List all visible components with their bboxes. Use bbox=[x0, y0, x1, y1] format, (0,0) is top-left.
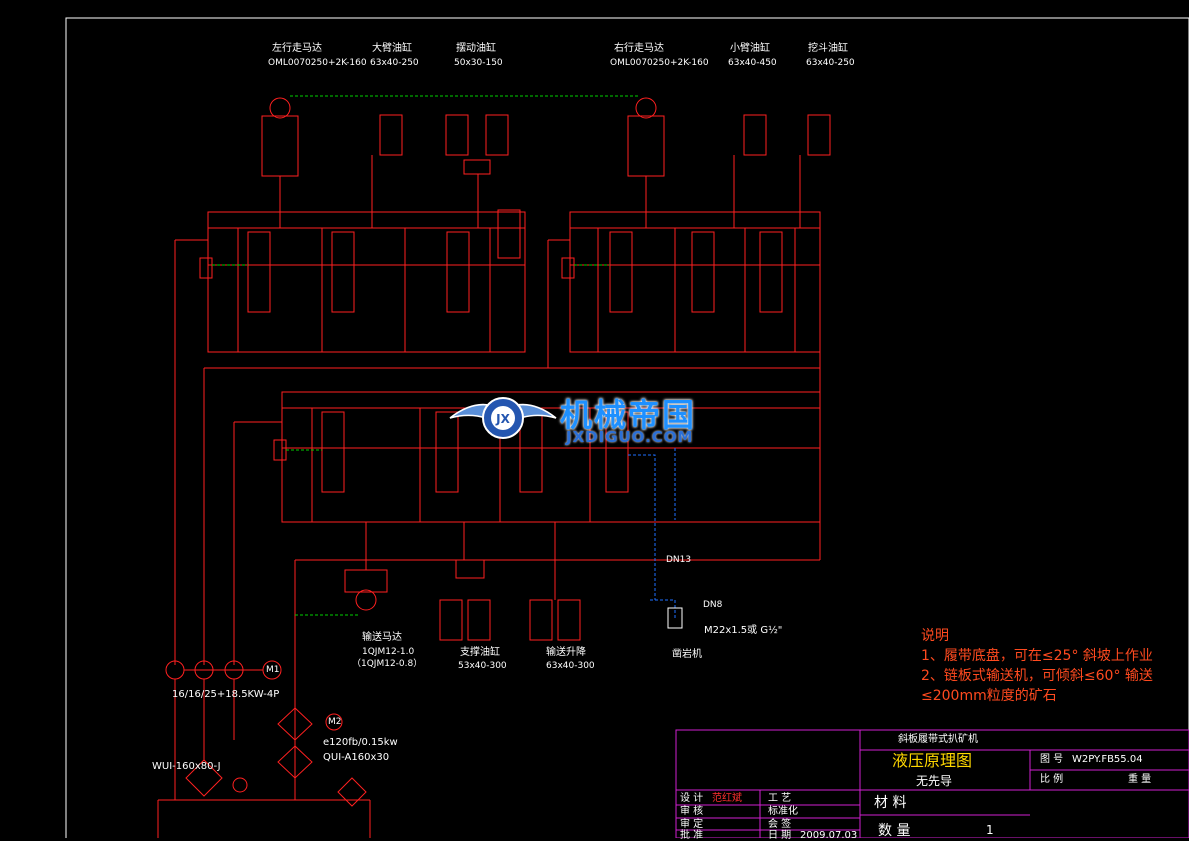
support-cylinder-b bbox=[467, 599, 491, 641]
dn13-label: DN13 bbox=[666, 555, 692, 565]
watermark-main-text: 机械帝国 bbox=[560, 396, 697, 434]
fan-label: e120fb/0.15kw bbox=[323, 737, 398, 748]
tb-weight-label: 重 量 bbox=[1128, 774, 1152, 785]
air-breather bbox=[232, 777, 248, 793]
notes-line-3: ≤200mm粒度的矿石 bbox=[921, 688, 1057, 704]
motor-m1-label: M1 bbox=[266, 665, 280, 675]
left-motor-title: 左行走马达 bbox=[272, 43, 322, 54]
tb-process-label: 工 艺 bbox=[768, 793, 792, 804]
watermark-gear-logo: JX bbox=[449, 397, 557, 439]
boom-cylinder-symbol bbox=[379, 114, 403, 156]
tb-variant: 无先导 bbox=[916, 774, 953, 788]
drain-lines bbox=[628, 448, 676, 620]
pilot-lines bbox=[212, 95, 640, 616]
arm-cylinder-symbol bbox=[743, 114, 767, 156]
arm-cyl-title: 小臂油缸 bbox=[730, 43, 770, 54]
drill-symbol bbox=[667, 607, 683, 629]
support-cylinder-a bbox=[439, 599, 463, 641]
conveyor-motor-title: 输送马达 bbox=[362, 632, 402, 643]
notes-title: 说明 bbox=[921, 628, 949, 644]
support-cyl-title: 支撑油缸 bbox=[460, 647, 500, 658]
tb-drawing-name: 液压原理图 bbox=[892, 751, 973, 770]
motor-m2-symbol bbox=[325, 713, 343, 731]
tb-qty: 1 bbox=[986, 823, 994, 837]
valve-bank-upper-left bbox=[207, 211, 526, 353]
right-motor-spec: OML0070250+2K-160 bbox=[610, 58, 709, 68]
swing-cylinder-b bbox=[485, 114, 509, 156]
support-cyl-spec: 53x40-300 bbox=[458, 661, 507, 671]
bucket-cyl-title: 挖斗油缸 bbox=[808, 43, 848, 54]
notes-line-2: 2、链板式输送机，可倾斜≤60° 输送 bbox=[921, 668, 1153, 684]
filter-return bbox=[185, 759, 223, 797]
conveyor-motor-symbol bbox=[355, 589, 377, 611]
watermark: JX 机械帝国 JXDIGUO.COM bbox=[448, 388, 740, 450]
left-motor-spec: OML0070250+2K-160 bbox=[268, 58, 367, 68]
qui-label: QUI-A160x30 bbox=[323, 752, 390, 763]
lift-cyl-title: 输送升降 bbox=[546, 647, 586, 658]
tb-countersign-label: 会 签 bbox=[768, 819, 792, 830]
tb-fig-no: W2PY.FB55.04 bbox=[1072, 754, 1143, 765]
filter-cooler bbox=[277, 707, 313, 741]
arm-cyl-spec: 63x40-450 bbox=[728, 58, 777, 68]
notes-block: 说明 1、履带底盘，可在≤25° 斜坡上作业 2、链板式输送机，可倾斜≤60° … bbox=[921, 626, 1153, 706]
dn8-label: DN8 bbox=[703, 600, 723, 610]
swing-cyl-title: 摆动油缸 bbox=[456, 43, 496, 54]
watermark-sub-text: JXDIGUO.COM bbox=[566, 428, 694, 446]
wui-label: WUI-160x80-J bbox=[152, 761, 221, 772]
bucket-cylinder-symbol bbox=[807, 114, 831, 156]
tb-design-name: 范红斌 bbox=[712, 793, 742, 804]
tb-date: 2009.07.03 bbox=[800, 830, 858, 841]
conveyor-motor-spec1: 1QJM12-1.0 bbox=[362, 647, 415, 657]
lift-cylinder-b bbox=[557, 599, 581, 641]
right-travel-motor-symbol bbox=[635, 97, 657, 119]
title-block-frame bbox=[675, 729, 1189, 838]
tb-qty-label: 数 量 bbox=[878, 823, 911, 839]
lift-cylinder-a bbox=[529, 599, 553, 641]
boom-cyl-spec: 63x40-250 bbox=[370, 58, 419, 68]
bucket-cyl-spec: 63x40-250 bbox=[806, 58, 855, 68]
tb-material-label: 材 料 bbox=[874, 795, 907, 811]
drill-label: 凿岩机 bbox=[672, 649, 702, 660]
tb-date-label: 日 期 bbox=[768, 830, 792, 841]
thread-label: M22x1.5或 G½" bbox=[704, 625, 783, 636]
watermark-badge: JX bbox=[495, 412, 510, 426]
notes-line-1: 1、履带底盘，可在≤25° 斜坡上作业 bbox=[921, 648, 1153, 664]
pump-label: 16/16/25+18.5KW-4P bbox=[172, 689, 280, 700]
tb-fig-no-label: 图 号 bbox=[1040, 754, 1064, 765]
tb-approve-label: 审 定 bbox=[680, 819, 704, 830]
swing-cylinder-a bbox=[445, 114, 469, 156]
tb-standard-label: 标准化 bbox=[768, 806, 798, 817]
boom-cyl-title: 大臂油缸 bbox=[372, 43, 412, 54]
conveyor-motor-spec2: （1QJM12-0.8） bbox=[352, 659, 423, 669]
tb-ratify-label: 批 准 bbox=[680, 830, 704, 841]
right-motor-title: 右行走马达 bbox=[614, 43, 664, 54]
main-circuit bbox=[157, 97, 831, 838]
tb-check-label: 审 核 bbox=[680, 806, 704, 817]
lift-cyl-spec: 63x40-300 bbox=[546, 661, 595, 671]
motor-m2-label: M2 bbox=[328, 717, 342, 727]
tb-design-label: 设 计 bbox=[680, 793, 704, 804]
tb-scale-label: 比 例 bbox=[1040, 774, 1064, 785]
valve-bank-upper-right bbox=[569, 211, 821, 353]
swing-cyl-spec: 50x30-150 bbox=[454, 58, 503, 68]
left-travel-motor-symbol bbox=[269, 97, 291, 119]
drawing-frame bbox=[65, 17, 1189, 838]
tb-product: 斜板履带式扒矿机 bbox=[898, 734, 978, 745]
